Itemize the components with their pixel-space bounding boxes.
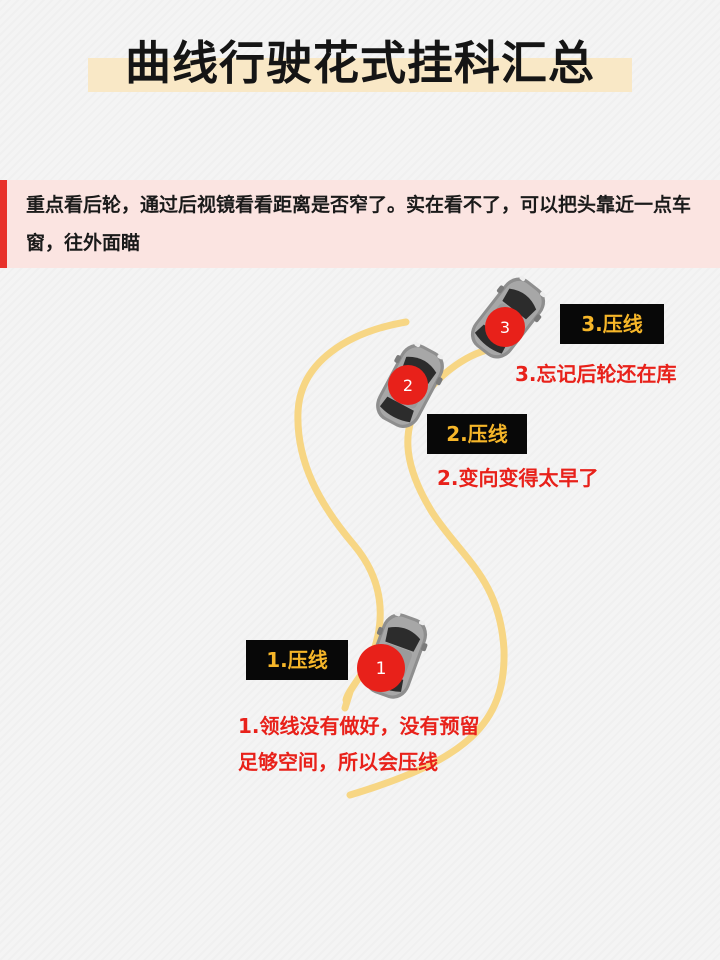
marker-number-2: 2 (403, 376, 413, 395)
marker-circle-3 (485, 307, 525, 347)
marker-1: 1 (357, 644, 405, 692)
marker-2: 2 (388, 365, 428, 405)
note-3: 3.忘记后轮还在库 (515, 362, 677, 386)
page-title: 曲线行驶花式挂科汇总 (125, 36, 595, 90)
bottom-lane-tick (341, 688, 354, 712)
title-highlight (88, 58, 632, 92)
marker-number-3: 3 (500, 318, 510, 337)
note-2: 2.变向变得太早了 (437, 466, 599, 490)
label-2: 2.压线 (427, 414, 527, 454)
title-block: 曲线行驶花式挂科汇总 (88, 34, 632, 92)
tip-text: 重点看后轮，通过后视镜看看距离是否窄了。实在看不了，可以把头靠近一点车窗，往外面… (26, 194, 692, 254)
marker-3: 3 (485, 307, 525, 347)
note-1: 1.领线没有做好，没有预留足够空间，所以会压线 (238, 714, 480, 774)
marker-number-1: 1 (376, 659, 387, 679)
label-3: 3.压线 (560, 304, 664, 344)
tip-callout: 重点看后轮，通过后视镜看看距离是否窄了。实在看不了，可以把头靠近一点车窗，往外面… (0, 180, 720, 268)
marker-circle-1 (357, 644, 405, 692)
marker-circle-2 (388, 365, 428, 405)
tip-accent-bar (0, 180, 7, 268)
label-1: 1.压线 (246, 640, 348, 680)
